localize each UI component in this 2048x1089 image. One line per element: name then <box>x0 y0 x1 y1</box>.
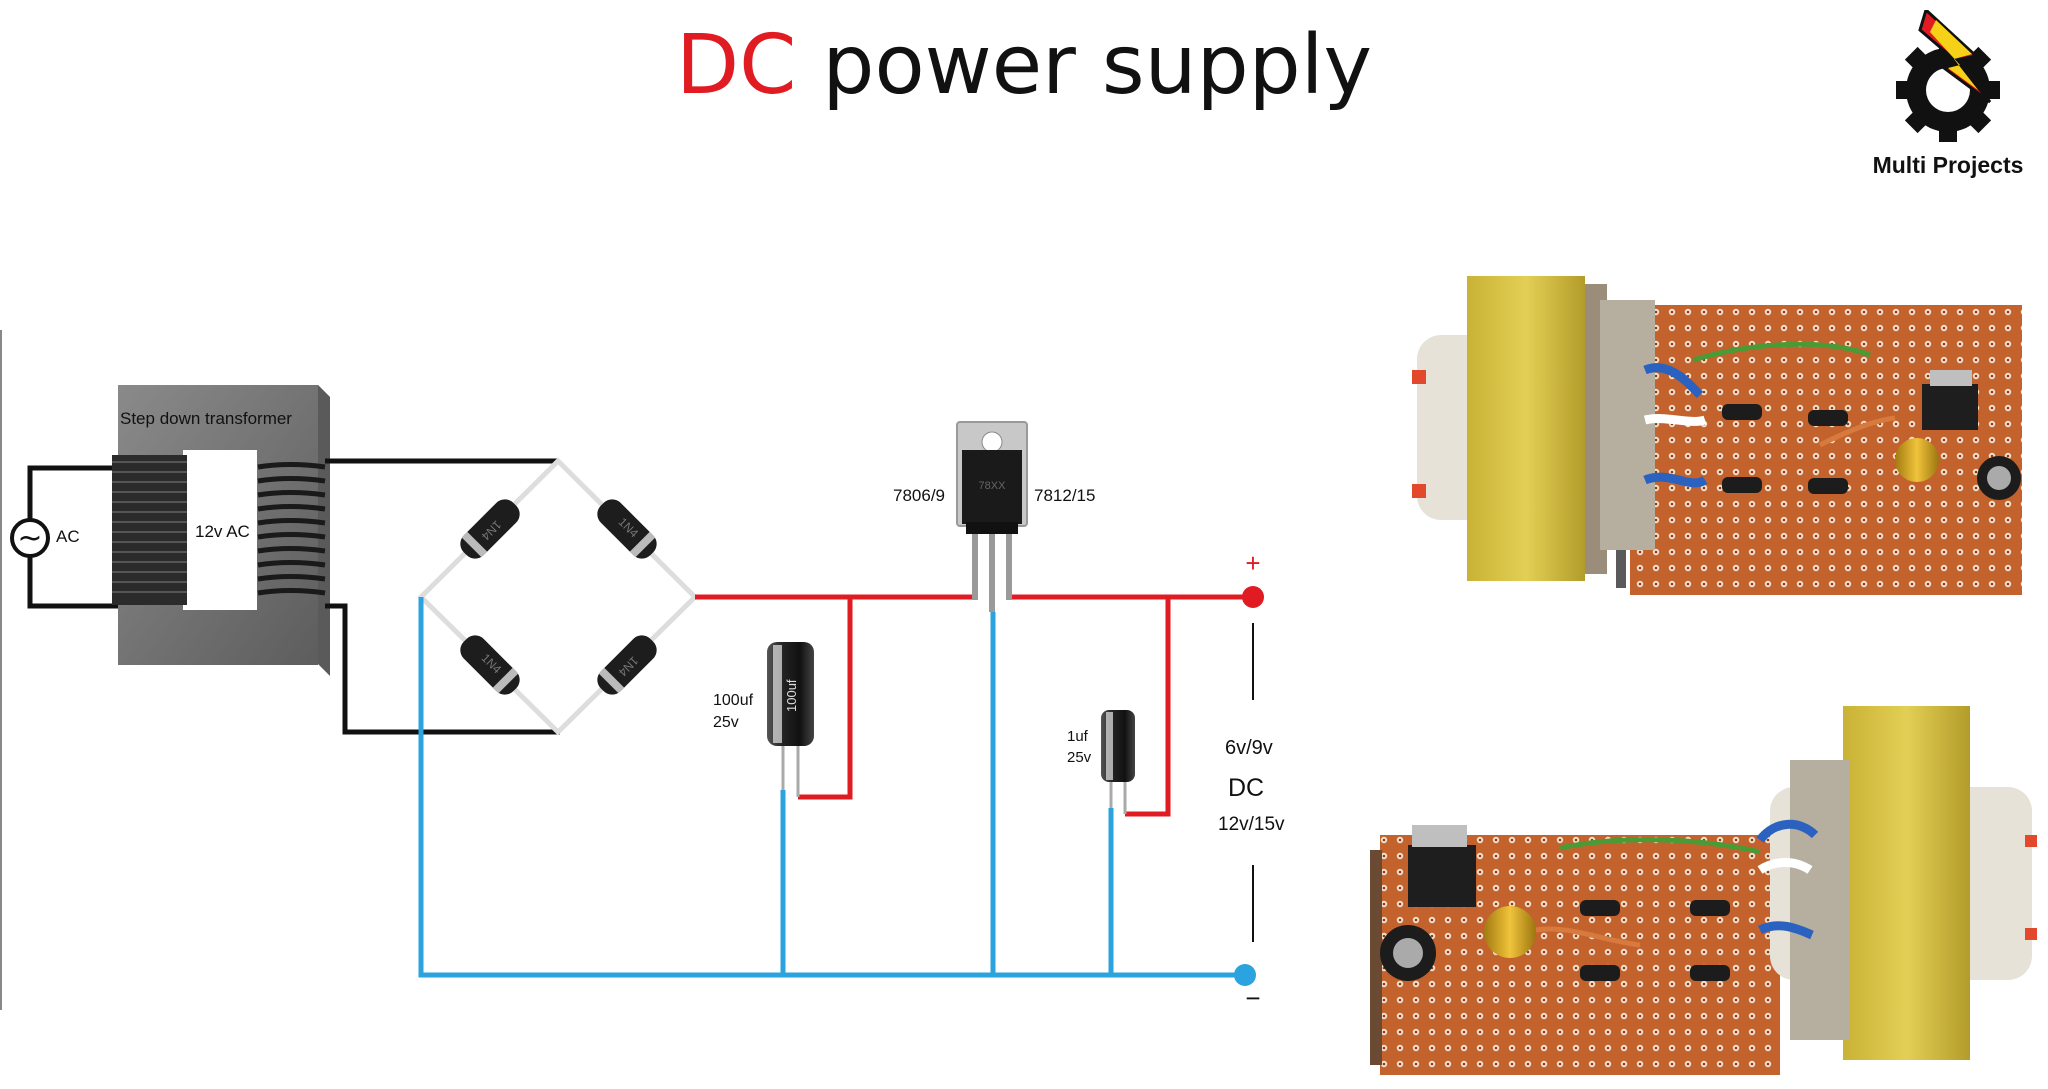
circuit-photo-top <box>1412 276 2022 595</box>
ac-label: AC <box>56 527 80 546</box>
cap1-voltage-label: 25v <box>713 714 739 731</box>
bridge-diode-1 <box>455 494 525 564</box>
cap2-voltage-label: 25v <box>1067 749 1092 766</box>
negative-terminal[interactable] <box>1234 964 1256 986</box>
svg-text:100uf: 100uf <box>784 679 799 712</box>
bridge-diode-2 <box>592 494 662 564</box>
output-label-low: 6v/9v <box>1225 737 1273 759</box>
ac-wire-bottom <box>325 603 560 735</box>
bridge-diode-4 <box>592 630 662 700</box>
brand-name: Multi Projects <box>1872 152 2024 178</box>
regulator-label-right: 7812/15 <box>1034 486 1095 505</box>
cap2-value-label: 1uf <box>1067 728 1089 745</box>
page-title: DC power supply <box>0 18 2048 113</box>
output-terminals: + − 6v/9v DC 12v/15v <box>1218 548 1285 1013</box>
positive-terminal[interactable] <box>1242 586 1264 608</box>
step-down-transformer: Step down transformer 12v AC <box>112 385 330 676</box>
svg-text:78XX: 78XX <box>979 480 1007 492</box>
secondary-coil <box>257 462 326 596</box>
title-rest: power supply <box>822 18 1373 113</box>
transformer-label: Step down transformer <box>120 409 292 428</box>
output-label-high: 12v/15v <box>1218 814 1285 835</box>
negative-rail <box>418 597 1245 978</box>
title-highlight: DC <box>675 18 797 113</box>
regulator-label-left: 7806/9 <box>893 486 945 505</box>
secondary-label: 12v AC <box>195 522 250 541</box>
bridge-diode-3 <box>455 630 525 700</box>
ac-source: ~ AC <box>10 465 120 609</box>
cap1-value-label: 100uf <box>713 692 754 709</box>
circuit-photo-bottom <box>1370 706 2037 1075</box>
bridge-rectifier <box>417 457 699 736</box>
voltage-regulator: 78XX 7806/9 7812/15 <box>893 421 1095 612</box>
capacitor-100uf: 100uf 100uf 25v <box>713 642 814 797</box>
minus-sign: − <box>1245 983 1260 1013</box>
output-label-dc: DC <box>1228 774 1264 802</box>
primary-coil <box>112 455 187 605</box>
gear-bolt-icon <box>1896 7 2000 142</box>
positive-rail <box>695 594 1250 817</box>
brand-logo: Multi Projects <box>1848 7 2048 185</box>
capacitor-1uf: 1uf 25v <box>1067 710 1135 814</box>
plus-sign: + <box>1245 548 1260 578</box>
ac-sine-icon: ~ <box>17 521 42 556</box>
